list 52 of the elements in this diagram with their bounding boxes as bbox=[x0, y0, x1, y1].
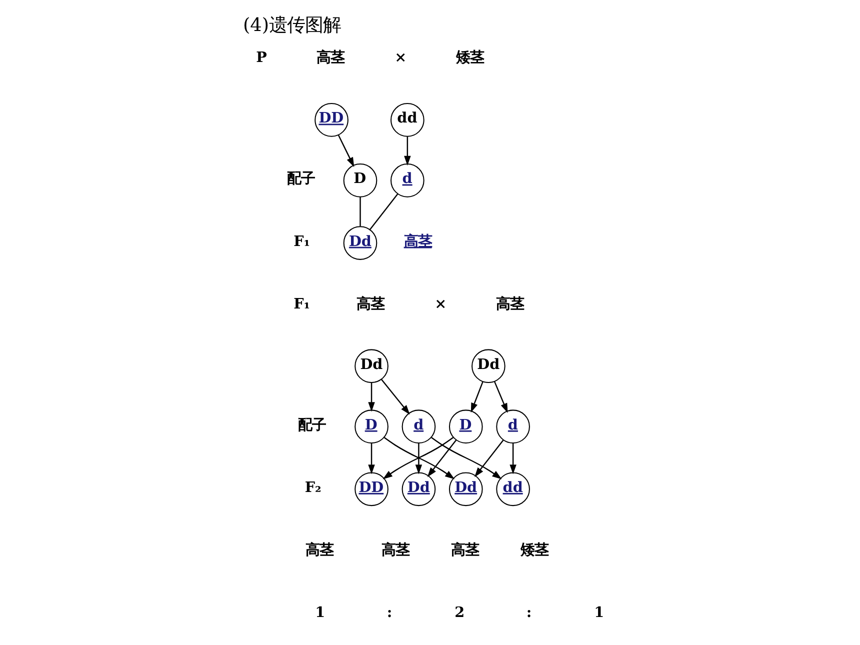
node-circle: Dd bbox=[354, 349, 388, 383]
arrow bbox=[368, 443, 374, 474]
arrow bbox=[493, 381, 508, 413]
diagram-title: (4)遗传图解 bbox=[242, 15, 341, 36]
arrow bbox=[380, 379, 410, 415]
arrow bbox=[368, 382, 374, 412]
node-circle: dd bbox=[496, 472, 530, 506]
label: 高茎 bbox=[316, 50, 344, 66]
label: F₁ bbox=[293, 234, 310, 250]
node-circle: Dd bbox=[471, 349, 505, 383]
label: 高茎 bbox=[450, 542, 479, 558]
label: 高茎 bbox=[304, 542, 333, 558]
node-circle: DD bbox=[314, 103, 348, 137]
label: F₁ bbox=[293, 296, 310, 312]
node-circle: d bbox=[390, 164, 424, 198]
arrow bbox=[470, 381, 483, 413]
label: 高茎 bbox=[356, 296, 384, 312]
label: P bbox=[256, 50, 266, 66]
node-circle: d bbox=[496, 410, 530, 444]
node-circle: d bbox=[401, 410, 436, 444]
label: : bbox=[386, 605, 392, 622]
arrow bbox=[430, 437, 502, 480]
node-label: 高茎 bbox=[403, 234, 432, 250]
connector bbox=[369, 194, 398, 230]
label: × bbox=[394, 50, 406, 66]
label: 高茎 bbox=[496, 296, 524, 312]
label: 矮茎 bbox=[520, 542, 548, 558]
node-circle: Dd bbox=[401, 472, 436, 506]
node-circle: Dd bbox=[448, 472, 482, 506]
label: 配子 bbox=[298, 417, 326, 434]
label: 2 bbox=[454, 605, 464, 622]
arrow bbox=[337, 134, 354, 168]
node-circle: dd bbox=[390, 103, 424, 137]
label: 配子 bbox=[286, 171, 314, 188]
node-circle: D bbox=[354, 410, 388, 444]
arrow bbox=[509, 443, 516, 474]
node-circle: D bbox=[342, 164, 377, 198]
arrow bbox=[404, 136, 410, 166]
node-circle: DD bbox=[354, 472, 388, 506]
label: : bbox=[526, 605, 532, 622]
label: 1 bbox=[314, 605, 325, 622]
node-circle: D bbox=[448, 410, 482, 444]
label: 1 bbox=[594, 605, 604, 622]
label: 高茎 bbox=[380, 542, 409, 558]
label: × bbox=[434, 296, 446, 312]
arrow bbox=[474, 440, 504, 478]
label: F₂ bbox=[304, 480, 321, 496]
label: 矮茎 bbox=[456, 50, 484, 66]
node-circle: Dd bbox=[342, 226, 377, 260]
arrow bbox=[414, 443, 422, 474]
connector bbox=[359, 197, 360, 226]
arrow bbox=[426, 440, 456, 478]
